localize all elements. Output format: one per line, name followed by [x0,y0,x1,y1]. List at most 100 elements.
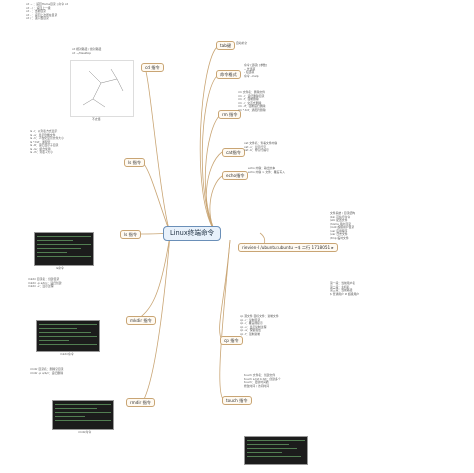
note-ls: ls -l：以列表方式显示 ls -a：显示隐藏文件 ls -h：人性化显示文件… [30,129,64,155]
note-line: cat 文件名：查看文件内容 [244,141,278,145]
note-line: /usr 应用程序 [330,228,348,233]
note-line: cp 源文件 目标文件：复制文件 [240,314,279,318]
note-line: ls -l：以列表方式显示 [30,129,58,133]
note-line: ls -a：显示隐藏文件 [30,132,56,137]
note-line: rm -f：强制删除 [238,97,259,101]
node-ls[interactable]: ls 指令 [124,158,146,167]
note-cmd-fmt: 命令 [选项] [参数] -- 长选项 - 短选项 命令 --help [244,63,267,78]
note-line: rm 文件名：删除文件 [238,90,266,94]
node-tab[interactable]: tab键 [216,41,236,50]
note-echo: echo 内容：输出文本 echo 内容 > 文件：覆盖写入 [248,166,285,174]
note-line: cd - ：返回上次所在目录 [26,12,58,17]
note-line: touch 文件名：创建文件 [244,373,276,377]
node-ls-example[interactable]: ls 指令 [120,230,142,239]
note-line: cd ~/Desktop [72,50,92,55]
note-line: cp -a：保留属性 [240,328,261,332]
note-line: -- 长选项 [244,66,256,71]
note-mkdir: mkdir 目录名：创建目录 mkdir -p a/b/c：递归创建 mkdir… [28,277,62,289]
note-line: /etc 配置文件 [330,218,348,222]
note-line: rm -i：交互式删除 [238,100,262,105]
note-line: touch：更新时间戳 [244,380,269,384]
note-line: cp -i：覆盖前提示 [240,321,263,325]
terminal-screenshot-touch [244,436,308,465]
note-rmdir: rmdir 目录名：删除空目录 rmdir -p a/b/c：递归删除 [30,367,64,375]
note-line: cp -v：显示复制过程 [240,324,267,329]
note-line: rmdir -p a/b/c：递归删除 [30,370,63,375]
note-line: rm *.txt：通配符删除 [238,107,266,112]
note-cp: cp 源文件 目标文件：复制文件 cp -r：复制目录 cp -i：覆盖前提示 … [240,314,279,336]
note-line: 修改时间 / 访问时间 [244,383,270,388]
tree-drawing [82,68,124,108]
caption-rmdir: rmdir命令 [78,430,92,434]
note-line: 第一段：当前用户名 [330,281,356,285]
note-line: ls -lh：列表+大小 [30,150,54,154]
note-line: echo 内容 > 文件：覆盖写入 [248,169,285,174]
terminal-screenshot-mkdir [36,320,100,352]
note-line: rm -r：递归删除目录 [238,93,265,98]
note-linux-info: 文件系统 / 目录结构 /bin 可执行命令 /etc 配置文件 /home 用… [330,211,355,240]
note-line: - 短选项 [244,70,255,74]
note-line: ls *.txt：通配符 [30,139,51,144]
note-line: cd / ：进入根目录 [26,16,49,20]
note-rm: rm 文件名：删除文件 rm -r：递归删除目录 rm -f：强制删除 rm -… [238,90,266,112]
note-line: cd 相对路径 / 绝对路径 [72,47,102,51]
note-line: 命令 [选项] [参数] [244,63,267,67]
note-line: cp -r：复制目录 [240,317,261,322]
note-line: 第二段：主机名 [330,284,350,289]
node-linux-info[interactable]: rievien-l /ubuntu:ubuntu ~$ 二行 1718051 ▸ [238,243,338,252]
note-line: cp -f：强制复制 [240,331,261,336]
link-ls [142,162,171,234]
node-mkdir[interactable]: mkdir 指令 [126,316,156,325]
node-rmdir[interactable]: rmdir 指令 [126,398,155,407]
note-line: rmdir 目录名：删除空目录 [30,367,64,371]
note-line: 自动补全 [236,41,248,45]
caption-ls: ls命令 [56,266,64,270]
note-line: mkdir 目录名：创建目录 [28,277,60,281]
note-line: ls -h：人性化显示文件大小 [30,136,64,140]
node-touch[interactable]: touch 指令 [222,396,252,405]
note-line: /root 超级用户目录 [330,225,355,229]
terminal-screenshot-ls [34,232,94,266]
note-tab: 自动补全 [236,41,248,46]
node-rm[interactable]: rm 指令 [218,110,242,119]
node-cat[interactable]: cat指令 [222,148,245,157]
note-line: mkdir -v：显示过程 [28,284,54,288]
caption-mkdir: mkdir命令 [60,352,74,356]
link-mkdir [136,234,171,321]
note-cd-paths: cd 相对路径 / 绝对路径 cd ~/Desktop [72,47,102,55]
link-touch [219,239,231,401]
note-linux-info-prompt: 第一段：当前用户名 第二段：主机名 第三段：当前路径 $ 普通用户 # 超级用户 [330,281,360,296]
link-cd [144,67,171,234]
node-cd[interactable]: cd 指令 [141,63,164,72]
caption-cd-sketch: 不太懂 [92,117,101,121]
node-cmd-fmt[interactable]: 命令格式 [216,70,241,79]
node-echo[interactable]: echo指令 [222,171,249,180]
link-cat [205,151,223,234]
note-cat: cat 文件名：查看文件内容 cat -n：显示行号 cat -b：非空行编号 [244,141,278,153]
link-rmdir [141,234,171,404]
terminal-screenshot-rmdir [52,400,114,430]
note-line: ls -R：递归显示子目录 [30,143,59,147]
link-echo [209,175,223,234]
center-node[interactable]: Linux终端命令 [163,226,222,241]
note-line: touch a.txt b.txt：创建多个 [244,376,281,381]
note-line: echo 内容：输出文本 [248,166,276,170]
node-cp[interactable]: cp 指令 [220,336,243,345]
note-line: mkdir -p a/b/c：递归创建 [28,280,62,285]
note-line: cd ../ ：返回上一级 [26,5,51,10]
note-line: cat -n：显示行号 [244,144,267,149]
note-line: $ 普通用户 # 超级用户 [330,291,360,296]
note-line: rm -rf：强制递归删除 [238,104,266,108]
note-line: /tmp 临时文件 [330,235,349,240]
note-line: ls -la：组合使用 [30,146,51,151]
note-touch: touch 文件名：创建文件 touch a.txt b.txt：创建多个 to… [244,373,281,388]
note-line: /bin 可执行命令 [330,214,351,219]
note-line: /var 日志文件 [330,232,348,236]
note-line: cat -b：非空行编号 [244,148,269,152]
note-line: 命令 --help [244,73,259,78]
note-line: /home 用户目录 [330,221,351,226]
note-line: cd ~ ：返回Home目录 | 命令 cd [26,2,69,6]
note-line: cd . ：当前目录 [26,9,46,13]
note-line: 第三段：当前路径 [330,288,353,292]
directory-tree-sketch [70,60,134,117]
